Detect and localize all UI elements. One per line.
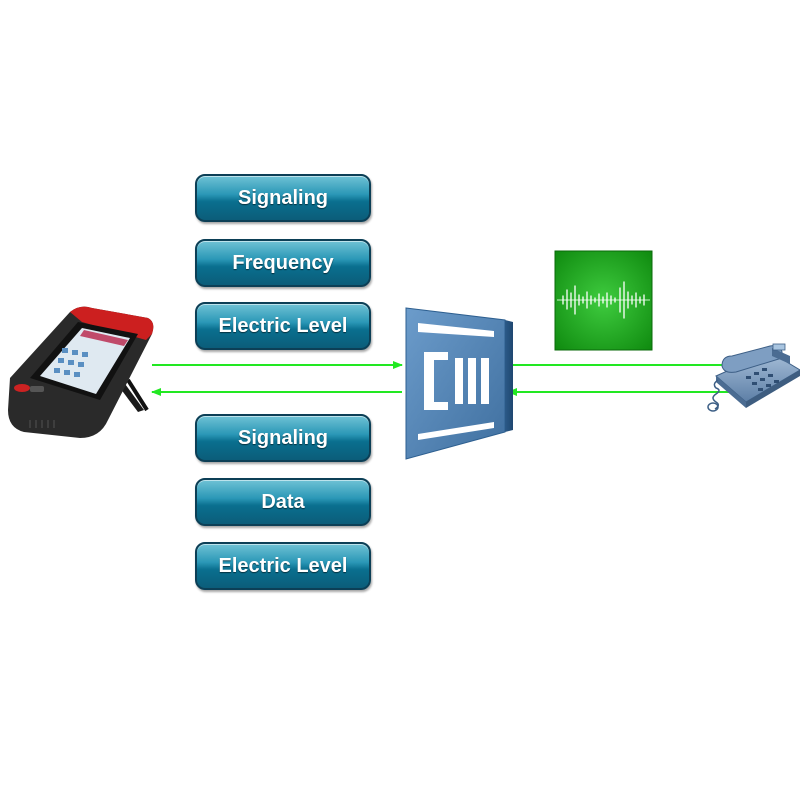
label-frequency: Frequency <box>195 239 371 287</box>
label-electric-level-bottom: Electric Level <box>195 542 371 590</box>
label-data: Data <box>195 478 371 526</box>
label-electric-level-top: Electric Level <box>195 302 371 350</box>
handheld-tester-icon <box>8 306 154 438</box>
audio-waveform-icon <box>554 250 653 351</box>
exchange-switch-icon <box>405 307 513 460</box>
label-signaling-bottom: Signaling <box>195 414 371 462</box>
arrows <box>151 361 734 396</box>
label-signaling-top: Signaling <box>195 174 371 222</box>
desk-telephone-icon <box>707 343 800 412</box>
